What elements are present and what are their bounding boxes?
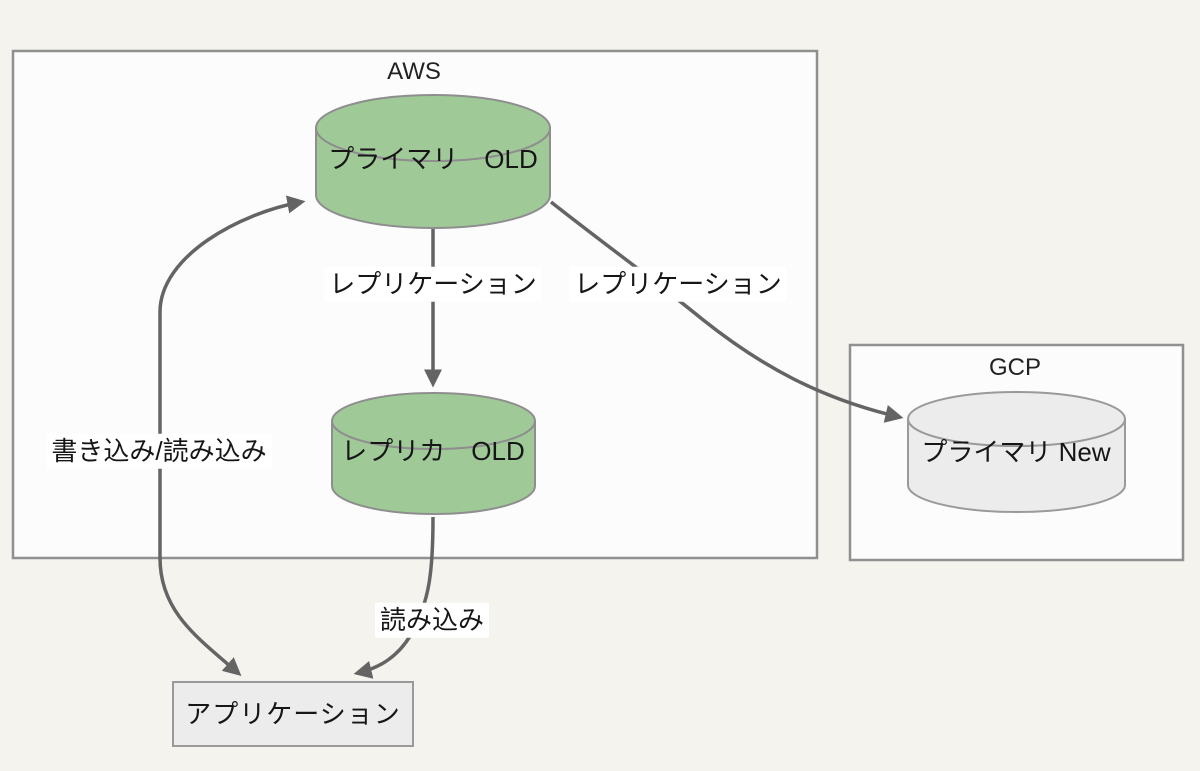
write-read-arrow xyxy=(158,195,306,676)
application-label: アプリケーション xyxy=(185,698,401,729)
application-box xyxy=(172,681,414,747)
primary-new-cylinder xyxy=(907,391,1126,513)
replica-old-cylinder xyxy=(331,392,536,515)
gcp-label: GCP xyxy=(988,354,1042,381)
primary-old-label: プライマリ OLD xyxy=(328,143,538,174)
primary-new-label: プライマリ New xyxy=(921,436,1111,467)
replication-to-gcp-arrow xyxy=(549,200,904,423)
replica-old-label: レプリカ OLD xyxy=(341,435,525,466)
write-read-edge-label: 書き込み/読み込み xyxy=(46,433,272,469)
primary-old-cylinder xyxy=(315,94,551,229)
replication-to-gcp-edge-label: レプリケーション xyxy=(569,266,787,302)
aws-label: AWS xyxy=(387,58,441,85)
replication-aws-edge-label: レプリケーション xyxy=(324,266,542,302)
read-edge-label: 読み込み xyxy=(374,602,490,638)
